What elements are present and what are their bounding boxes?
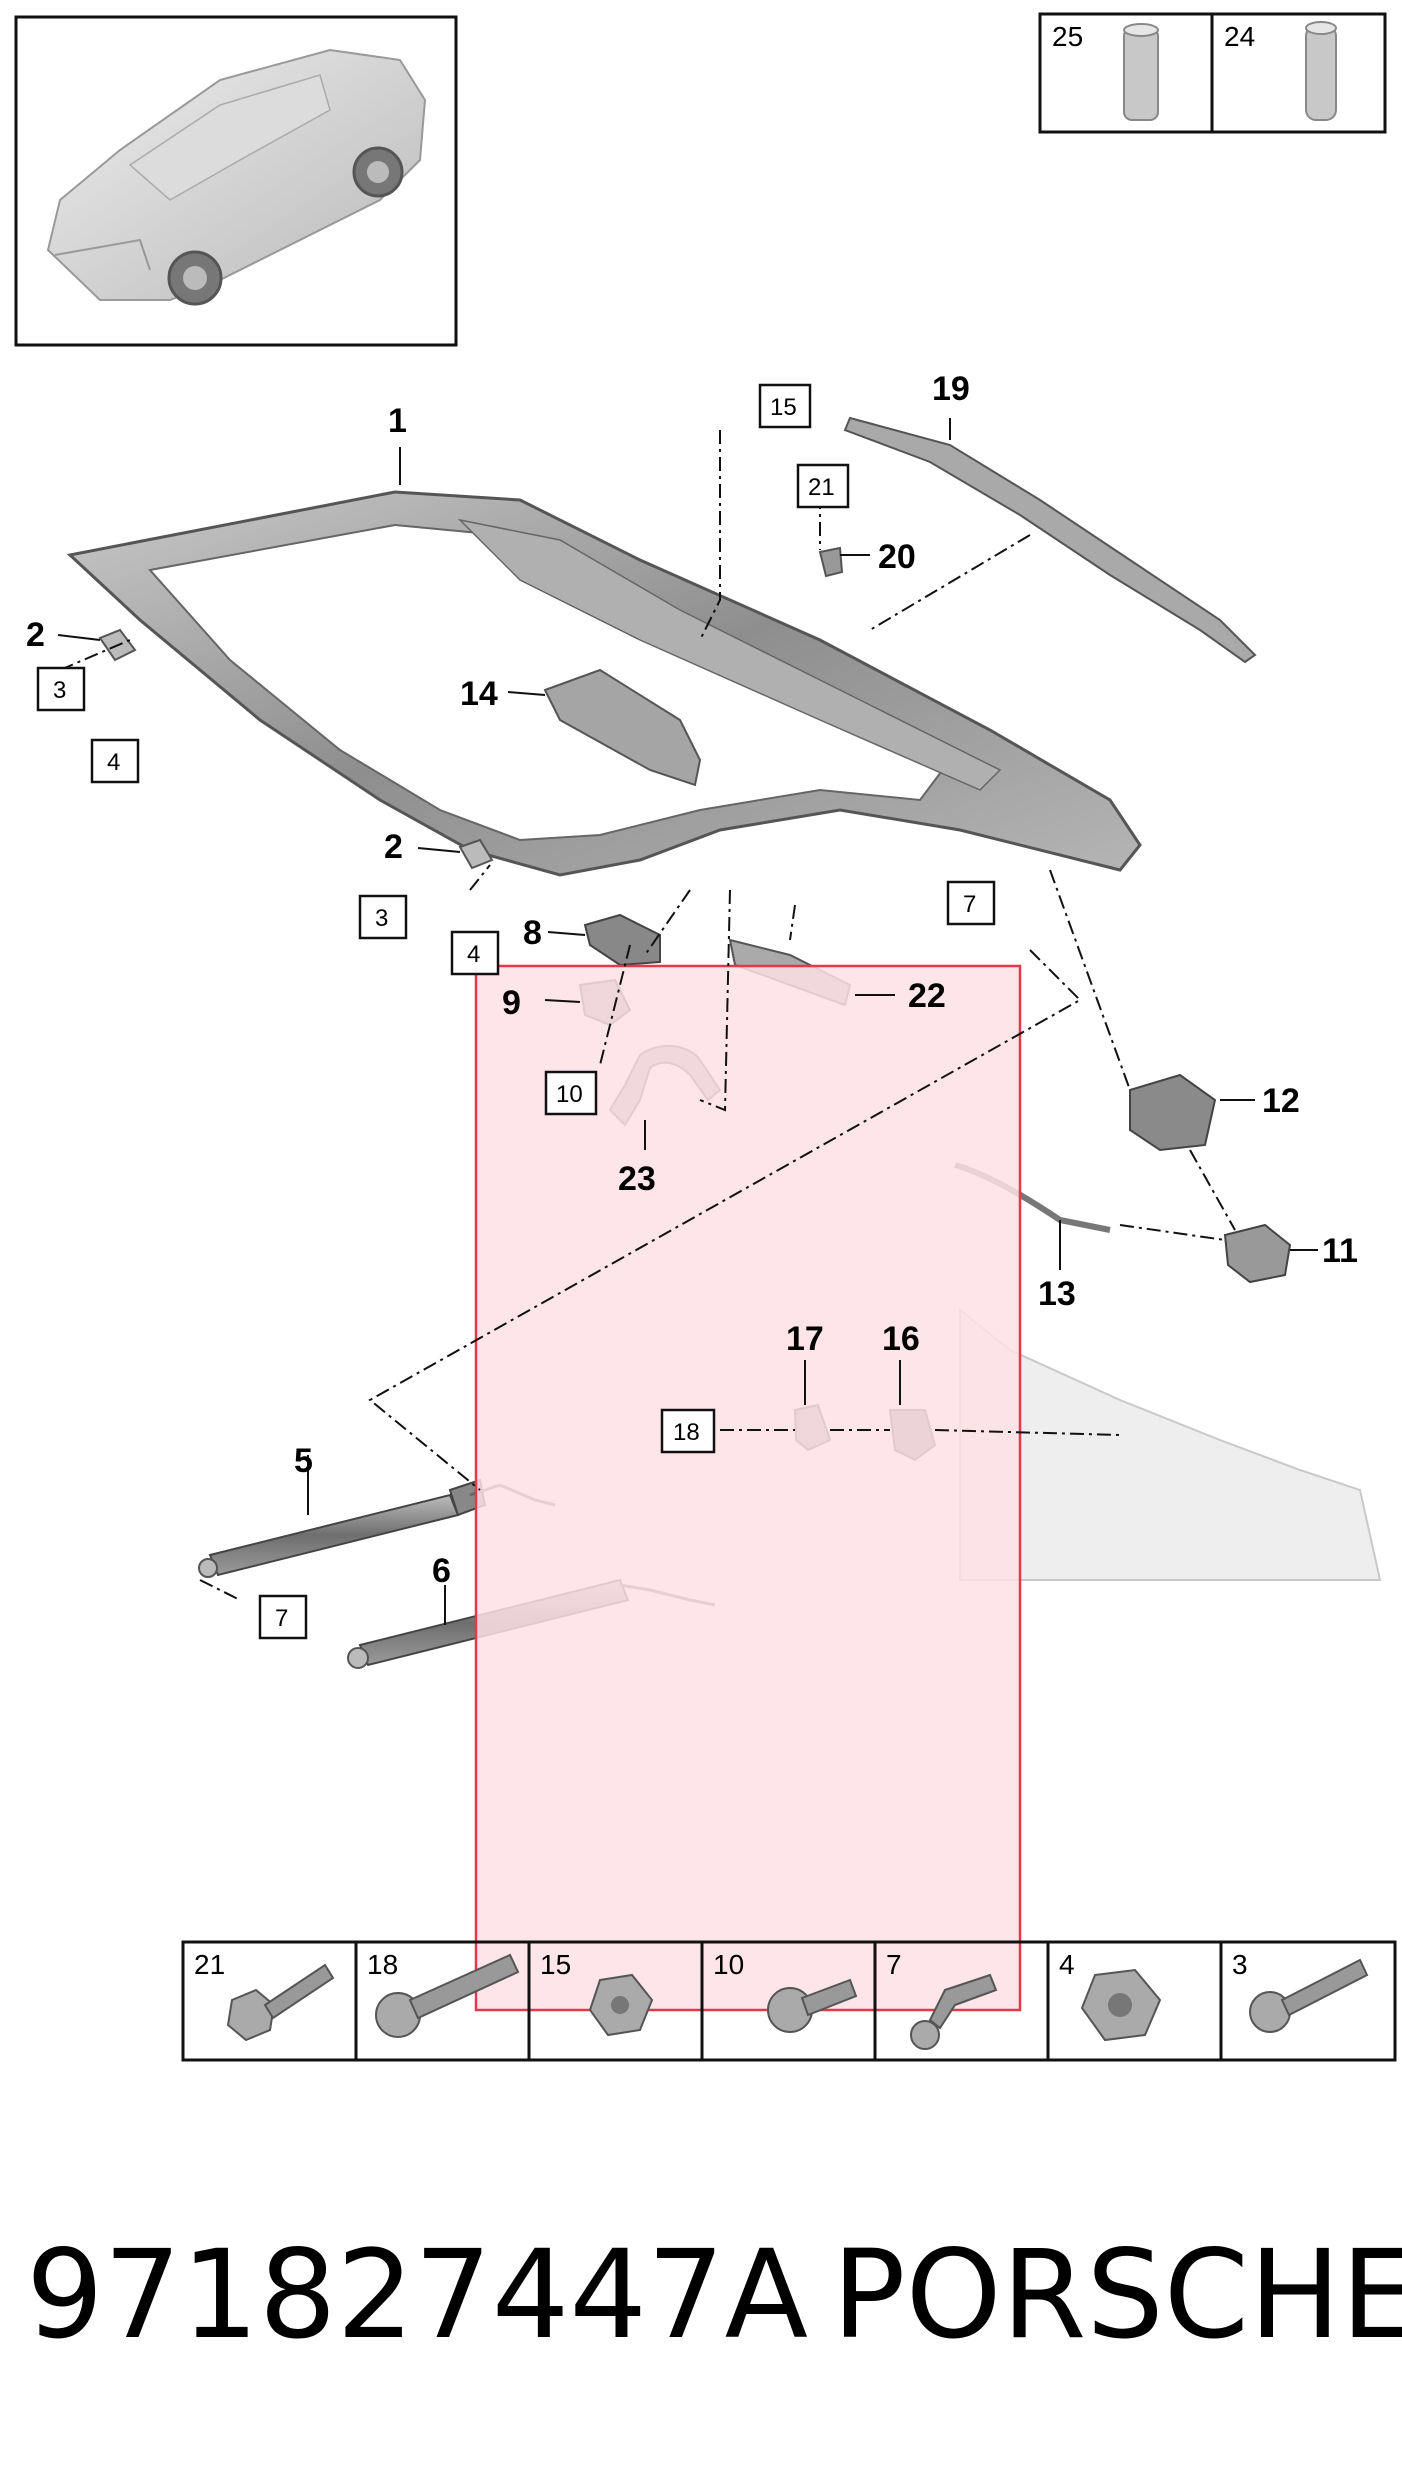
motor-11 xyxy=(1223,1223,1292,1284)
callout-9: 9 xyxy=(502,984,521,1022)
table-cell-label-7: 7 xyxy=(886,1949,902,1980)
flange-nut-icon xyxy=(1080,1968,1162,2042)
brand-name: PORSCHE xyxy=(832,2224,1402,2366)
highlight-region xyxy=(474,964,1022,2012)
callout-1: 1 xyxy=(388,402,407,440)
bracket-14 xyxy=(543,668,702,787)
box-label-3-lower: 3 xyxy=(375,905,388,932)
box-label-4-lower: 4 xyxy=(467,941,480,968)
callout-19: 19 xyxy=(932,370,970,408)
part-number: 971827447A xyxy=(26,2224,809,2366)
box-label-7-lower: 7 xyxy=(275,1605,288,1632)
callout-16: 16 xyxy=(882,1320,920,1358)
callout-2-upper: 2 xyxy=(26,616,45,654)
table-cell-label-15: 15 xyxy=(540,1949,571,1980)
callout-6: 6 xyxy=(432,1552,451,1590)
tube-25-icon xyxy=(1123,23,1159,121)
callout-2-lower: 2 xyxy=(384,828,403,866)
callout-14: 14 xyxy=(460,675,498,713)
callout-5: 5 xyxy=(294,1442,313,1480)
table-cell-label-18: 18 xyxy=(367,1949,398,1980)
box-label-10: 10 xyxy=(556,1081,583,1108)
leader-ticks xyxy=(57,418,1318,1625)
cover-12 xyxy=(1129,1073,1217,1152)
callout-22: 22 xyxy=(908,977,946,1015)
table-cell-label-10: 10 xyxy=(713,1949,744,1980)
flange-bolt-icon xyxy=(226,1963,335,2042)
vehicle-thumbnail xyxy=(14,15,458,347)
callout-20: 20 xyxy=(878,538,916,576)
ball-stud-icon xyxy=(910,1973,998,2050)
callout-11: 11 xyxy=(1322,1232,1358,1270)
hex-nut-icon xyxy=(588,1973,654,2037)
callout-13: 13 xyxy=(1038,1275,1076,1313)
fastener-table: 21 18 15 10 7 4 3 xyxy=(181,1940,1397,2062)
boxed-callouts xyxy=(36,383,996,1640)
box-label-18: 18 xyxy=(673,1419,700,1446)
tube-24-icon xyxy=(1305,21,1337,121)
box-label-15: 15 xyxy=(770,394,797,421)
callout-12: 12 xyxy=(1262,1082,1300,1120)
box-label-3-upper: 3 xyxy=(53,677,66,704)
box-label-7-upper: 7 xyxy=(963,891,976,918)
table-cell-label-24: 24 xyxy=(1224,21,1255,52)
table-cell-label-4: 4 xyxy=(1059,1949,1075,1980)
torx-bolt-icon xyxy=(767,1978,858,2033)
callout-23: 23 xyxy=(618,1160,656,1198)
table-cell-label-25: 25 xyxy=(1052,21,1083,52)
box-label-21: 21 xyxy=(808,474,835,501)
callout-8: 8 xyxy=(523,914,542,952)
bold-callouts: 1 2 2 5 6 8 9 11 12 13 14 16 17 19 20 22… xyxy=(26,370,1358,1590)
rear-body-silhouette xyxy=(959,1307,1382,1581)
screw-icon xyxy=(1249,1958,1369,2033)
spoiler-strip xyxy=(843,416,1257,664)
table-cell-label-21: 21 xyxy=(194,1949,225,1980)
latch-8 xyxy=(583,913,661,967)
accessory-table: 25 24 xyxy=(1038,12,1387,134)
table-cell-label-3: 3 xyxy=(1232,1949,1248,1980)
boxed-callout-labels: 3 3 4 4 7 7 10 15 18 21 xyxy=(53,394,976,1632)
callout-17: 17 xyxy=(786,1320,824,1358)
box-label-4-upper: 4 xyxy=(107,749,120,776)
hinge-2-lower xyxy=(458,838,494,870)
leader-lines xyxy=(59,430,1236,1601)
long-bolt-icon xyxy=(375,1953,520,2038)
clip-20 xyxy=(818,546,844,578)
